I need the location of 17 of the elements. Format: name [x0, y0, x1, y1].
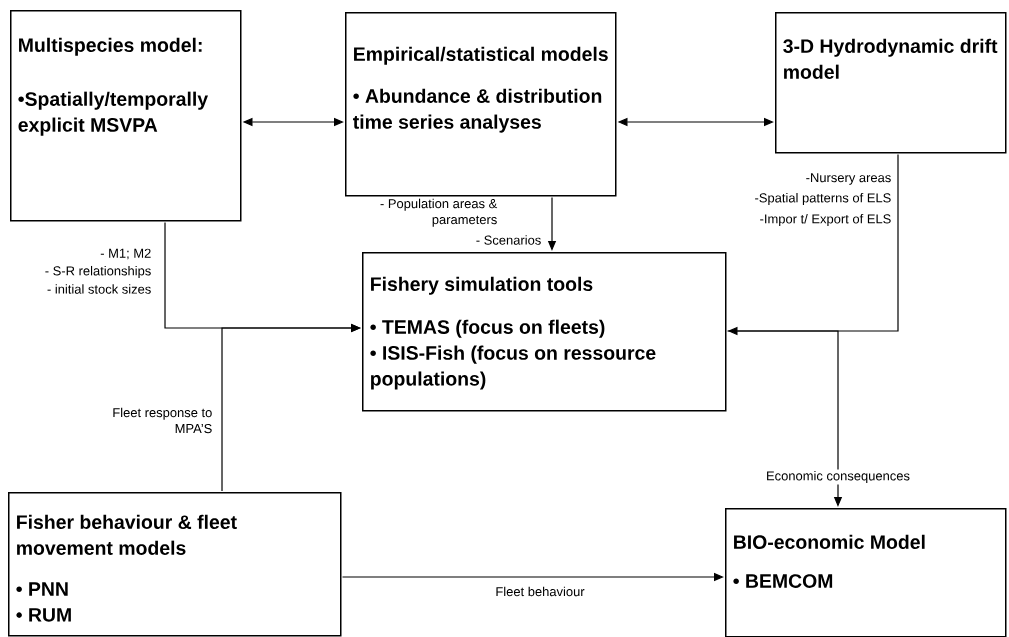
model-box: 3-D Hydrodynamic drift model	[775, 12, 1007, 154]
edge-label: Fleet behaviour	[493, 585, 587, 598]
note-text: - M1; M2	[100, 248, 151, 260]
note-text: - Population areas & parameters	[380, 198, 498, 227]
note-text: -Impor t/ Export of ELS	[760, 213, 891, 227]
note-text: -Nursery areas	[806, 173, 891, 185]
model-box: Fisher behaviour & fleet movement models • PNN • RUM	[8, 492, 342, 637]
edge-label: Economic consequences	[764, 469, 912, 485]
note-text: - initial stock sizes	[47, 284, 151, 294]
edge-label: Fleet response to MPA’S	[110, 406, 214, 435]
model-box: Fishery simulation tools • TEMAS (focus on fleets) • ISIS-Fish (focus on ressource populations)	[362, 252, 727, 412]
model-box: Empirical/statistical models • Abundance & distribution time series analyses	[345, 12, 617, 197]
note-text: - Scenarios	[476, 235, 541, 245]
note-text: - S-R relationships	[45, 265, 151, 279]
note-text: -Spatial patterns of ELS	[755, 192, 891, 206]
model-box: Multispecies model: •Spatially/temporally explicit MSVPA	[10, 10, 242, 222]
model-box: BIO-economic Model • BEMCOM	[725, 508, 1007, 637]
